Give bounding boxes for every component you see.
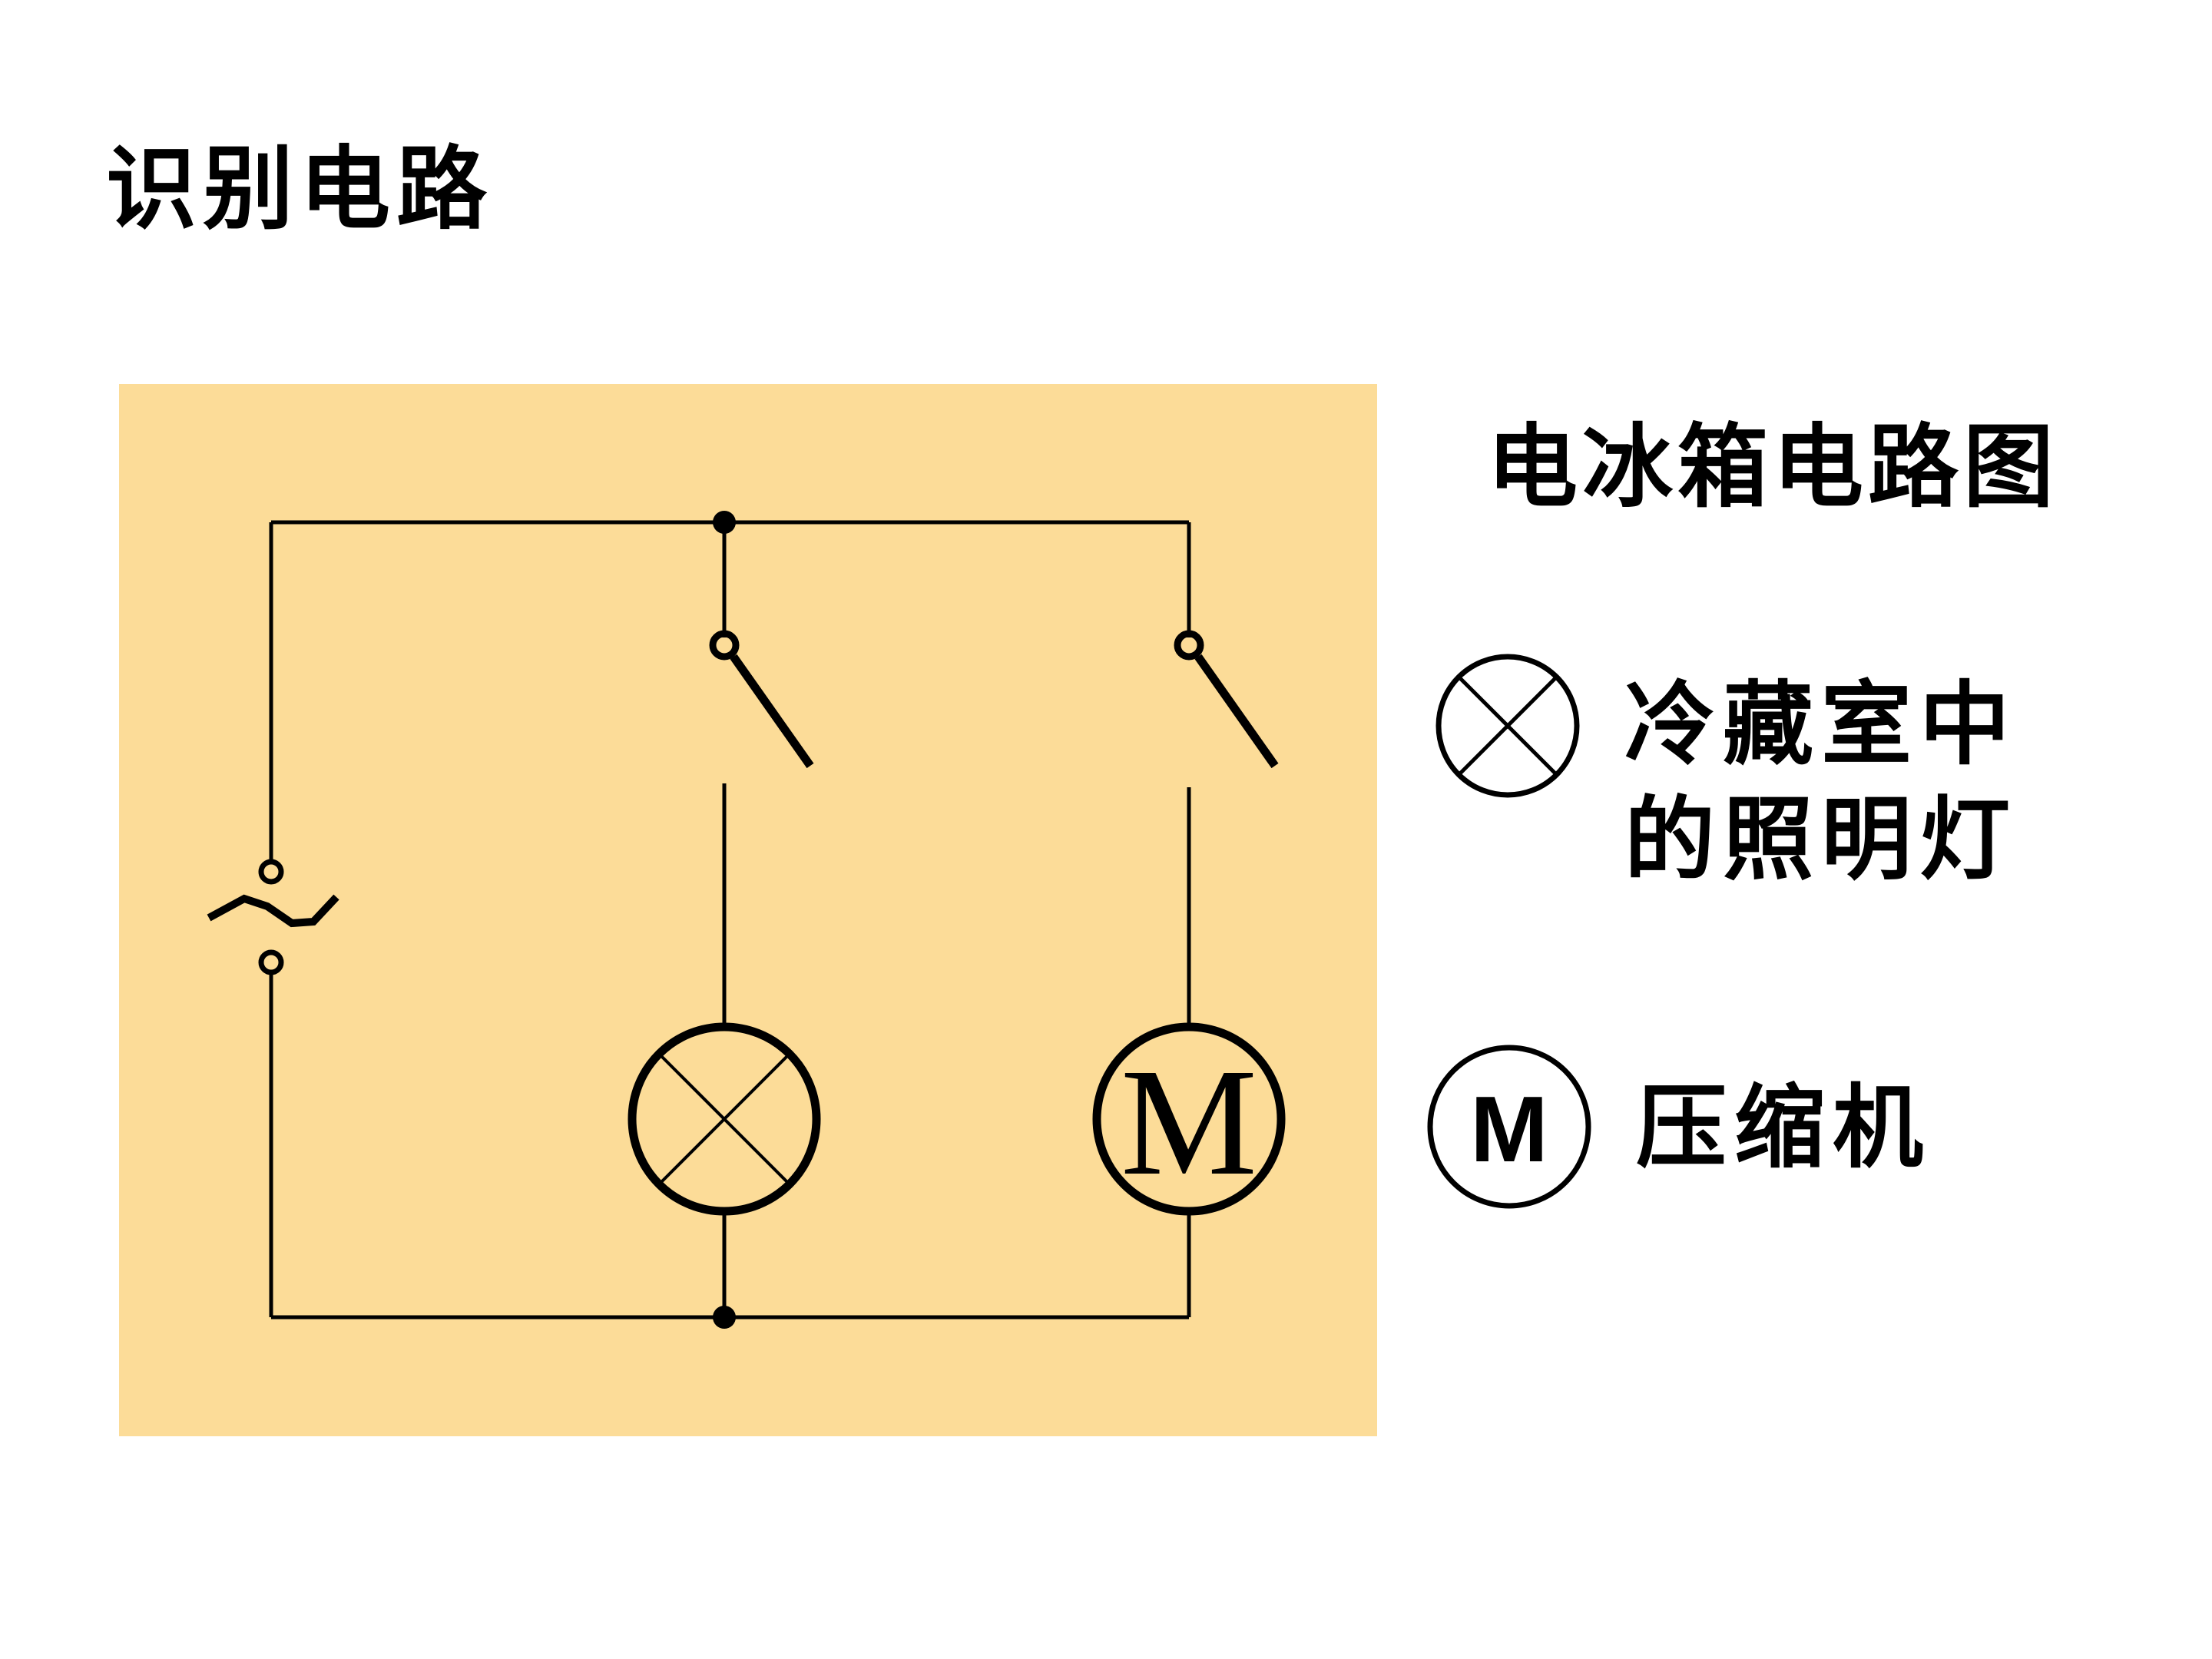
lamp-cross-b <box>657 1052 791 1186</box>
lamp-switch-pivot <box>709 630 740 661</box>
legend-lamp-circle <box>1435 654 1580 798</box>
junction-dot-bottom <box>713 1306 736 1329</box>
ac-wave <box>207 894 339 928</box>
lamp-icon <box>628 1022 821 1216</box>
ac-terminal-bottom <box>258 949 284 975</box>
motor-icon: M <box>1092 1022 1286 1216</box>
diagram-title: 电冰箱电路图 <box>1487 413 2059 520</box>
motor-circle <box>1092 1022 1286 1216</box>
legend-lamp-label: 冷藏室中的照明灯 <box>1624 671 2018 892</box>
lamp-circle <box>628 1022 821 1216</box>
page-title: 识别电路 <box>106 135 494 242</box>
ac-terminal-top <box>258 859 284 885</box>
legend-lamp-icon <box>1435 654 1580 798</box>
legend-motor-letter: M <box>1470 1077 1548 1181</box>
legend-lamp-cross-b <box>1458 676 1558 776</box>
legend-motor-label: 压缩机 <box>1636 1074 1932 1181</box>
motor-letter: M <box>1121 1038 1257 1207</box>
legend-motor-circle <box>1427 1045 1591 1209</box>
legend-motor-icon: M <box>1427 1045 1591 1209</box>
lamp-switch-blade <box>730 654 814 769</box>
junction-dot-top <box>713 511 736 534</box>
lamp-switch <box>709 630 814 769</box>
motor-switch <box>1174 630 1279 769</box>
motor-switch-blade <box>1194 654 1279 769</box>
motor-switch-pivot <box>1174 630 1204 661</box>
ac-source-icon <box>207 859 339 975</box>
